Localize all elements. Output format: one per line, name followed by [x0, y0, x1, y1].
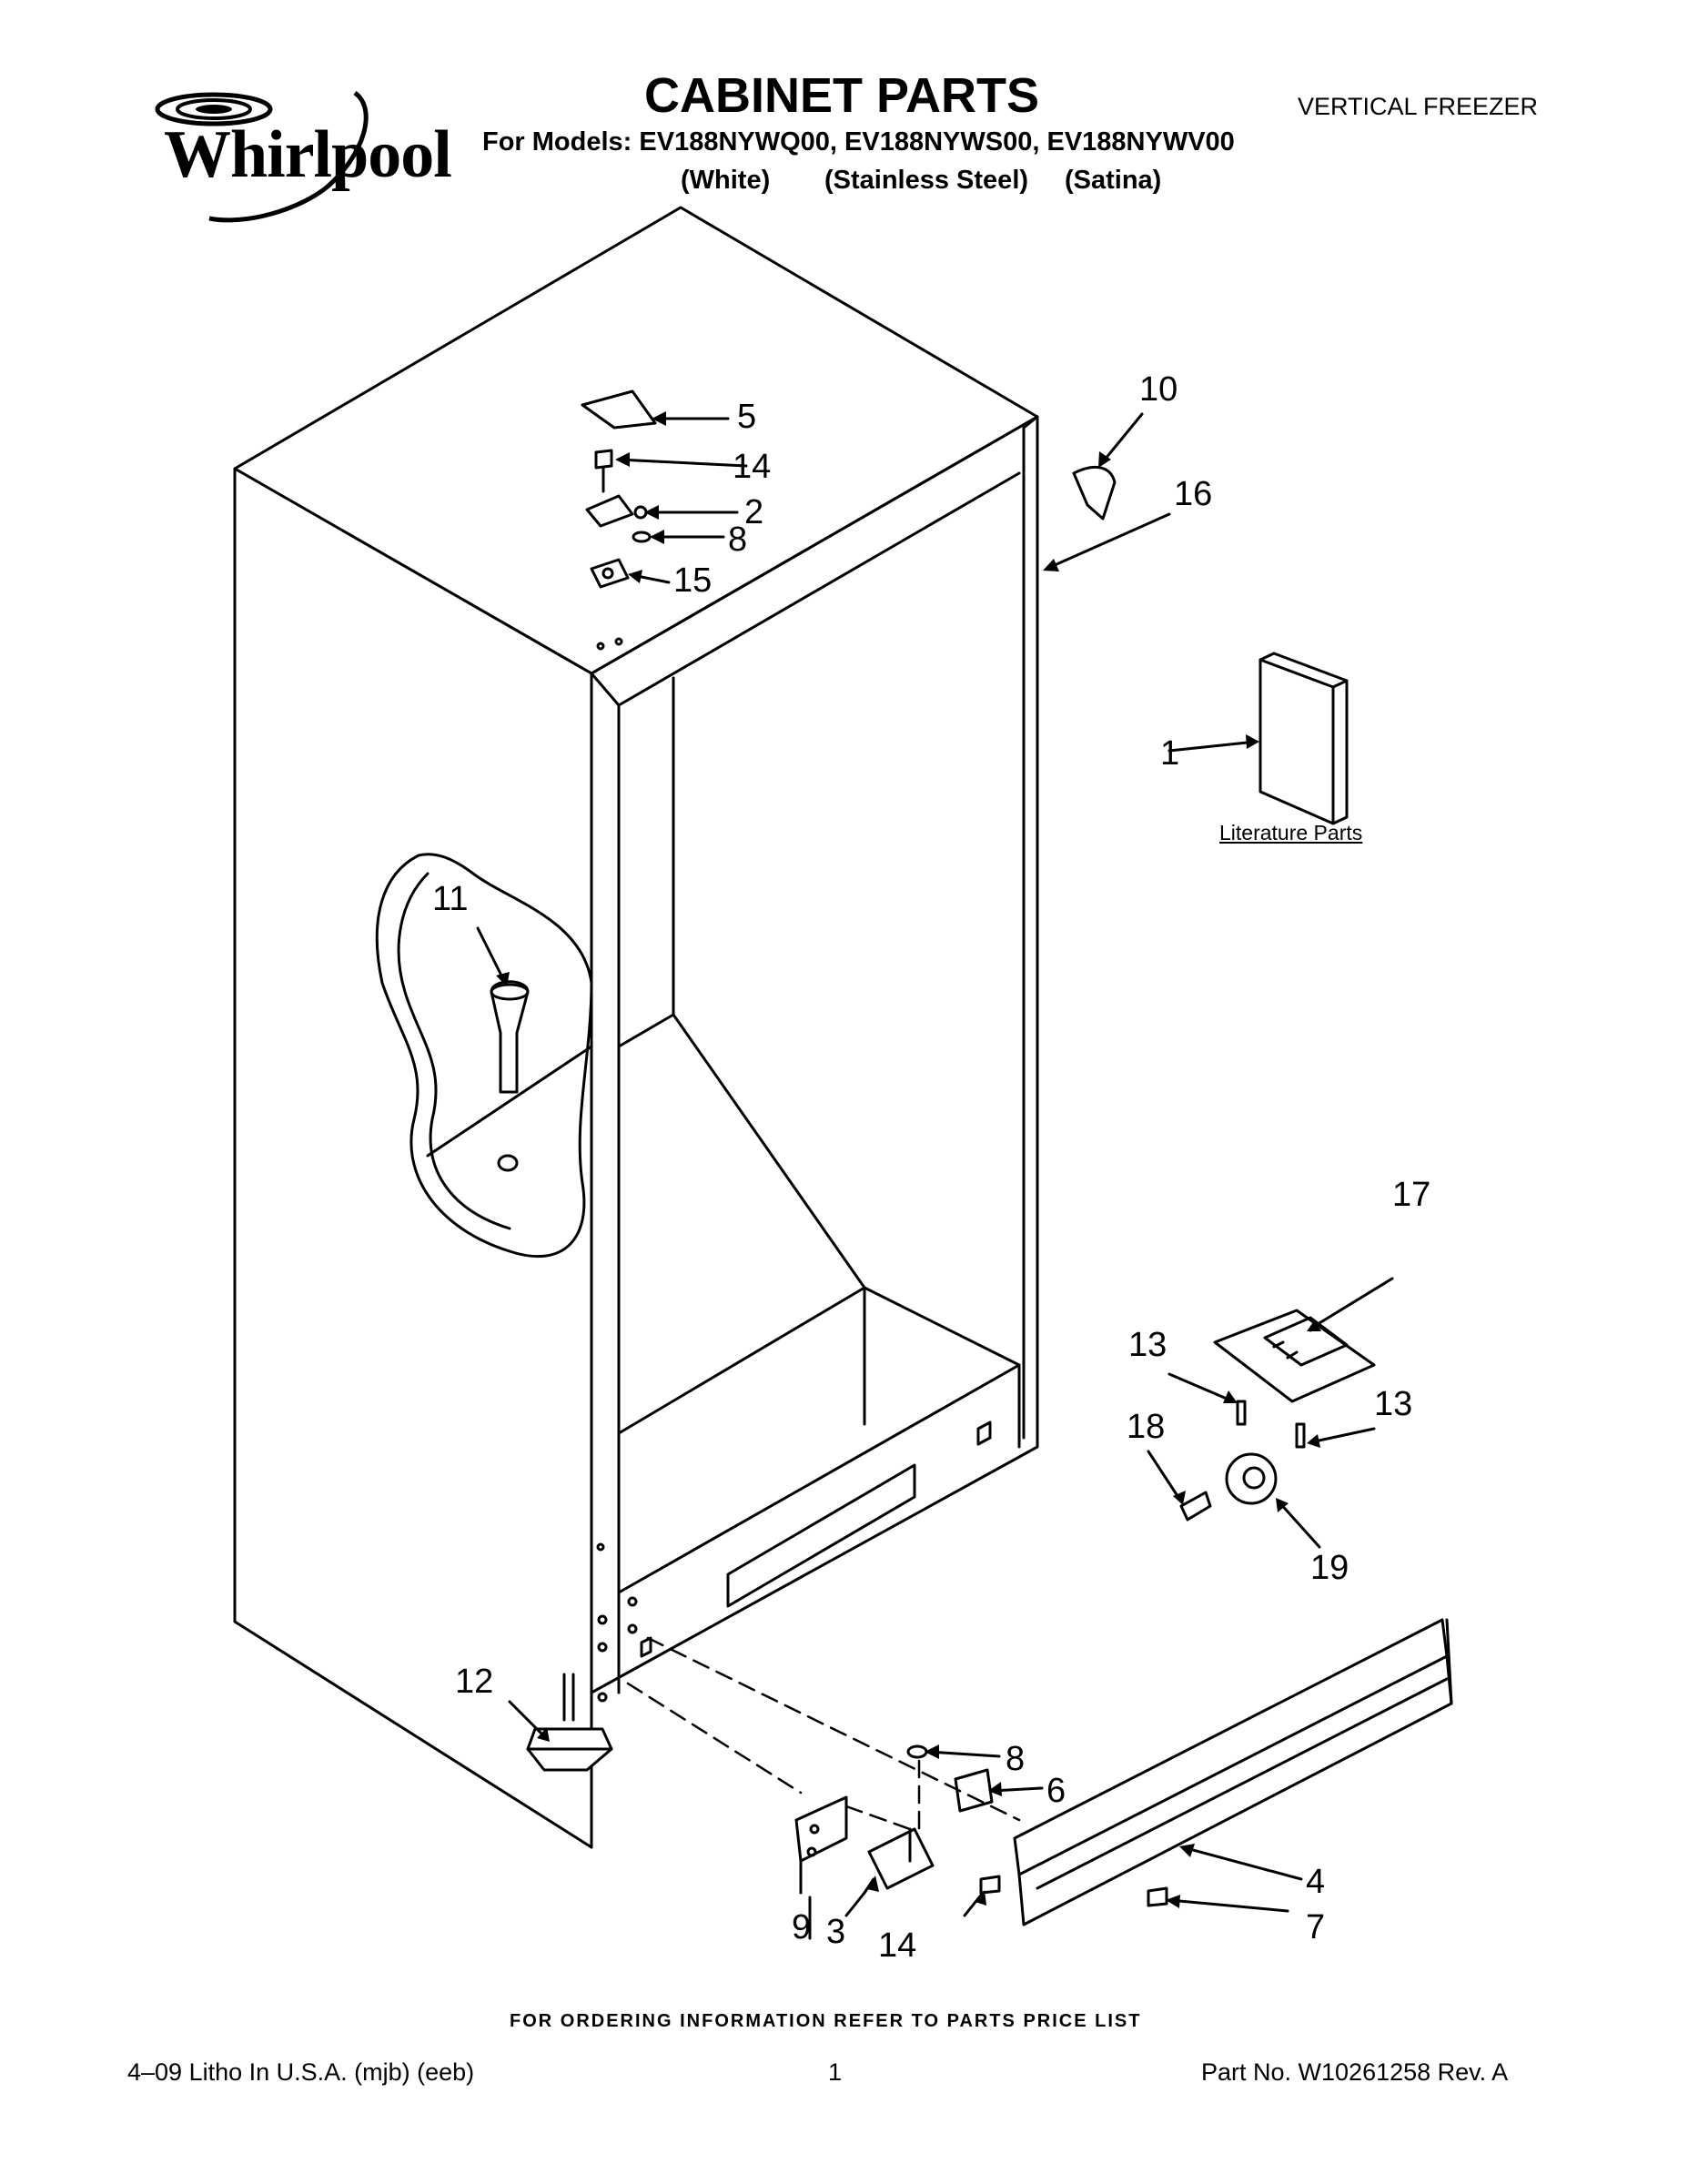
- callout-11: 11: [432, 880, 468, 918]
- door-hinge-parts: [1179, 1309, 1376, 1522]
- callout-12: 12: [455, 1663, 493, 1701]
- variant-white: (White): [681, 166, 771, 195]
- callout-4: 4: [1306, 1863, 1325, 1901]
- callout-13-right: 13: [1374, 1385, 1412, 1423]
- callout-8-top: 8: [728, 521, 747, 559]
- appliance-category: VERTICAL FREEZER: [1298, 93, 1539, 120]
- literature-booklet: [1258, 652, 1349, 825]
- bottom-brackets: [794, 1744, 1168, 1907]
- callout-14-bottom: 14: [878, 1926, 916, 1965]
- callout-16: 16: [1174, 475, 1212, 513]
- callout-10: 10: [1139, 370, 1178, 409]
- page-title: CABINET PARTS: [644, 68, 1040, 123]
- brand-logo: Whirlpool: [146, 82, 452, 228]
- cutaway-region: [375, 853, 593, 1259]
- page-number: 1: [828, 2058, 843, 2086]
- leader-lines: [476, 412, 1394, 1940]
- callout-18: 18: [1127, 1408, 1165, 1446]
- litho-line: 4–09 Litho In U.S.A. (mjb) (eeb): [127, 2058, 475, 2086]
- ordering-note: FOR ORDERING INFORMATION REFER TO PARTS …: [510, 2011, 1142, 2031]
- callout-8-bottom: 8: [1006, 1740, 1025, 1778]
- callout-9: 9: [792, 1908, 811, 1946]
- callout-3: 3: [826, 1913, 845, 1951]
- variant-satina: (Satina): [1065, 166, 1162, 195]
- models-line: For Models: EV188NYWQ00, EV188NYWS00, EV…: [482, 127, 1235, 157]
- callout-14-top: 14: [733, 448, 771, 486]
- callout-5: 5: [737, 398, 756, 436]
- variant-stainless: (Stainless Steel): [824, 166, 1029, 195]
- brand-swirl-graphic: [155, 90, 369, 223]
- callout-17: 17: [1392, 1176, 1430, 1214]
- callout-13-left: 13: [1128, 1326, 1167, 1364]
- callout-6: 6: [1046, 1772, 1066, 1810]
- kickplate: [1013, 1618, 1453, 1926]
- callout-7: 7: [1306, 1908, 1325, 1946]
- callout-2: 2: [744, 493, 763, 531]
- trim-clip: [1072, 465, 1117, 521]
- part-number: Part No. W10261258 Rev. A: [1201, 2058, 1509, 2086]
- callout-15: 15: [673, 561, 712, 600]
- leader-arrowheads: [496, 411, 1321, 1908]
- brand-wordmark: Whirlpool: [164, 117, 452, 192]
- callout-1: 1: [1160, 734, 1179, 773]
- cabinet-shell: [233, 206, 1039, 1849]
- assembly-lines: [626, 1636, 1021, 1831]
- literature-parts-label: Literature Parts: [1219, 821, 1363, 844]
- callout-19: 19: [1310, 1549, 1349, 1587]
